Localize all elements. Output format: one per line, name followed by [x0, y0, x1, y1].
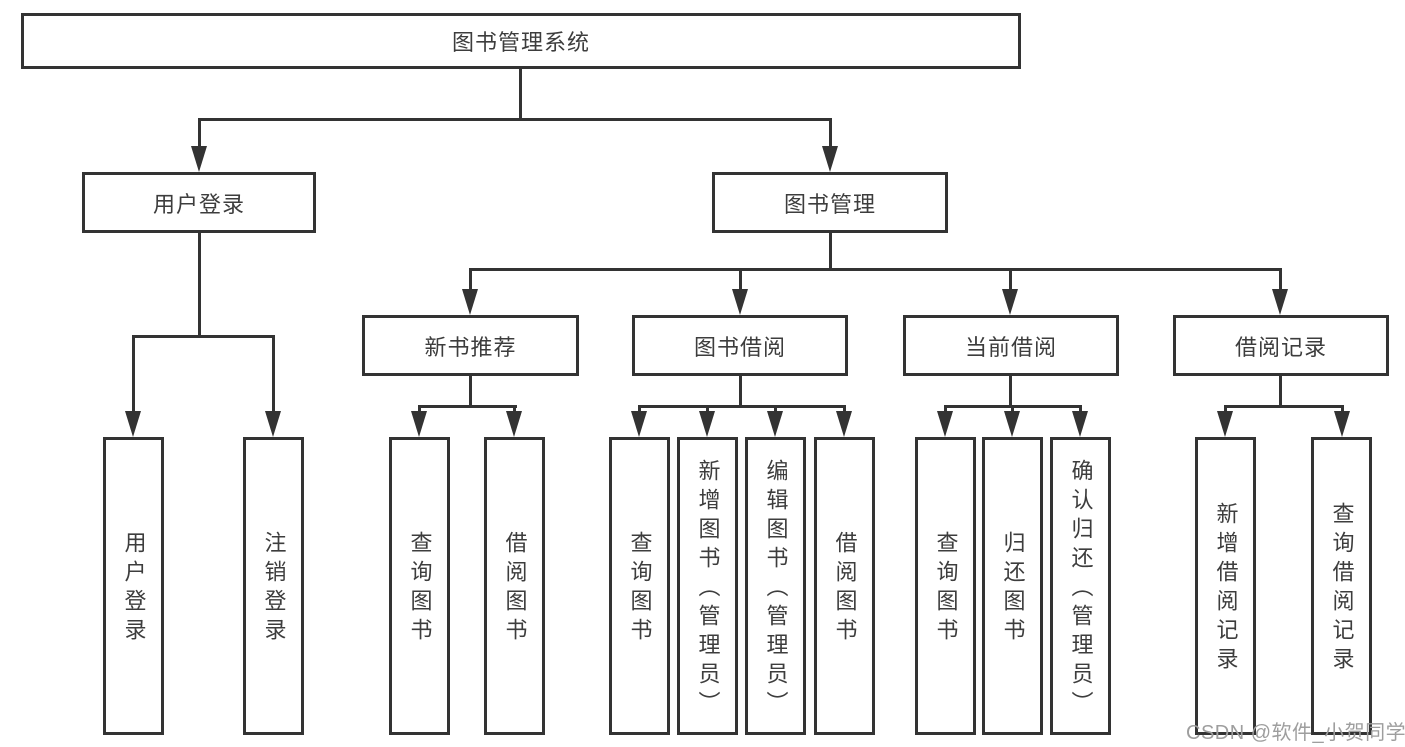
- arrow-down-icon: [265, 411, 281, 437]
- connector-bookborrow-vline: [739, 374, 742, 408]
- arrow-down-icon: [1004, 411, 1020, 437]
- connector-user-hline: [132, 335, 275, 338]
- node-root-label: 图书管理系统: [451, 30, 590, 55]
- leaf-borrow-book-label: 借阅图书: [832, 531, 858, 647]
- connector-newbook-drop-1: [418, 405, 421, 415]
- connector-root-hline: [198, 118, 831, 121]
- arrow-down-icon: [631, 411, 647, 437]
- connector-current-drop-1: [944, 405, 947, 415]
- connector-mgmt-drop-2: [739, 268, 742, 292]
- leaf-record-add-label: 新增借阅记录: [1213, 502, 1239, 676]
- leaf-newbook-query-label: 查询图书: [407, 531, 433, 647]
- leaf-current-confirm-label: 确认归还（管理员）: [1068, 458, 1094, 720]
- leaf-user-login-label: 用户登录: [121, 531, 147, 647]
- leaf-borrow-edit: 编辑图书（管理员）: [745, 437, 806, 735]
- node-borrow-record-label: 借阅记录: [1234, 334, 1327, 360]
- arrow-down-icon: [732, 289, 748, 315]
- connector-bookborrow-drop-2: [706, 405, 709, 415]
- arrow-down-icon: [125, 411, 141, 437]
- connector-bookborrow-hline: [638, 405, 846, 408]
- leaf-user-login: 用户登录: [103, 437, 164, 735]
- connector-user-vline: [198, 231, 201, 338]
- arrow-down-icon: [767, 411, 783, 437]
- csdn-watermark: CSDN @软件_小贺同学: [1186, 722, 1405, 744]
- leaf-current-return: 归还图书: [982, 437, 1043, 735]
- arrow-down-icon: [1002, 289, 1018, 315]
- leaf-current-return-label: 归还图书: [1000, 531, 1026, 647]
- leaf-logout-label: 注销登录: [261, 531, 287, 647]
- leaf-record-query: 查询借阅记录: [1311, 437, 1372, 735]
- leaf-record-query-label: 查询借阅记录: [1329, 502, 1355, 676]
- leaf-borrow-query-label: 查询图书: [627, 531, 653, 647]
- leaf-current-query: 查询图书: [915, 437, 976, 735]
- arrow-down-icon: [1217, 411, 1233, 437]
- node-current-borrow: 当前借阅: [903, 315, 1119, 376]
- arrow-down-icon: [1334, 411, 1350, 437]
- arrow-down-icon: [191, 146, 207, 172]
- arrow-down-icon: [1072, 411, 1088, 437]
- connector-record-hline: [1224, 405, 1343, 408]
- node-new-book: 新书推荐: [362, 315, 579, 376]
- leaf-borrow-book: 借阅图书: [814, 437, 875, 735]
- node-book-borrow: 图书借阅: [632, 315, 848, 376]
- connector-newbook-vline: [469, 374, 472, 408]
- connector-newbook-drop-2: [513, 405, 516, 415]
- arrow-down-icon: [1272, 289, 1288, 315]
- arrow-down-icon: [506, 411, 522, 437]
- connector-current-drop-3: [1079, 405, 1082, 415]
- node-user-login: 用户登录: [82, 172, 316, 233]
- leaf-borrow-query: 查询图书: [609, 437, 670, 735]
- arrow-down-icon: [462, 289, 478, 315]
- connector-newbook-hline: [418, 405, 517, 408]
- arrow-down-icon: [836, 411, 852, 437]
- leaf-logout: 注销登录: [243, 437, 304, 735]
- node-borrow-record: 借阅记录: [1173, 315, 1389, 376]
- leaf-newbook-borrow-label: 借阅图书: [502, 531, 528, 647]
- arrow-down-icon: [937, 411, 953, 437]
- node-book-borrow-label: 图书借阅: [693, 334, 786, 360]
- leaf-newbook-query: 查询图书: [389, 437, 450, 735]
- connector-record-drop-1: [1224, 405, 1227, 415]
- connector-bookborrow-drop-3: [774, 405, 777, 415]
- node-root: 图书管理系统: [21, 13, 1021, 69]
- leaf-borrow-edit-label: 编辑图书（管理员）: [763, 458, 789, 720]
- node-current-borrow-label: 当前借阅: [964, 334, 1057, 360]
- connector-bookborrow-drop-1: [638, 405, 641, 415]
- connector-mgmt-drop-3: [1009, 268, 1012, 292]
- arrow-down-icon: [411, 411, 427, 437]
- node-user-login-label: 用户登录: [152, 191, 245, 217]
- connector-root-vline: [519, 66, 522, 121]
- arrow-down-icon: [822, 146, 838, 172]
- arrow-down-icon: [699, 411, 715, 437]
- node-book-mgmt-label: 图书管理: [783, 191, 876, 217]
- connector-bookborrow-drop-4: [843, 405, 846, 415]
- leaf-record-add: 新增借阅记录: [1195, 437, 1256, 735]
- connector-mgmt-vline: [829, 231, 832, 271]
- connector-user-drop-2: [272, 335, 275, 413]
- connector-mgmt-drop-1: [469, 268, 472, 292]
- connector-root-drop-right: [829, 118, 832, 150]
- leaf-borrow-add: 新增图书（管理员）: [677, 437, 738, 735]
- connector-current-drop-2: [1011, 405, 1014, 415]
- connector-record-drop-2: [1341, 405, 1344, 415]
- leaf-current-confirm: 确认归还（管理员）: [1050, 437, 1111, 735]
- connector-current-vline: [1009, 374, 1012, 408]
- connector-user-drop-1: [132, 335, 135, 413]
- leaf-current-query-label: 查询图书: [933, 531, 959, 647]
- connector-record-vline: [1279, 374, 1282, 408]
- connector-mgmt-hline: [469, 268, 1282, 271]
- leaf-borrow-add-label: 新增图书（管理员）: [695, 458, 721, 720]
- connector-mgmt-drop-4: [1279, 268, 1282, 292]
- node-new-book-label: 新书推荐: [424, 334, 517, 360]
- connector-root-drop-left: [198, 118, 201, 150]
- node-book-mgmt: 图书管理: [712, 172, 948, 233]
- leaf-newbook-borrow: 借阅图书: [484, 437, 545, 735]
